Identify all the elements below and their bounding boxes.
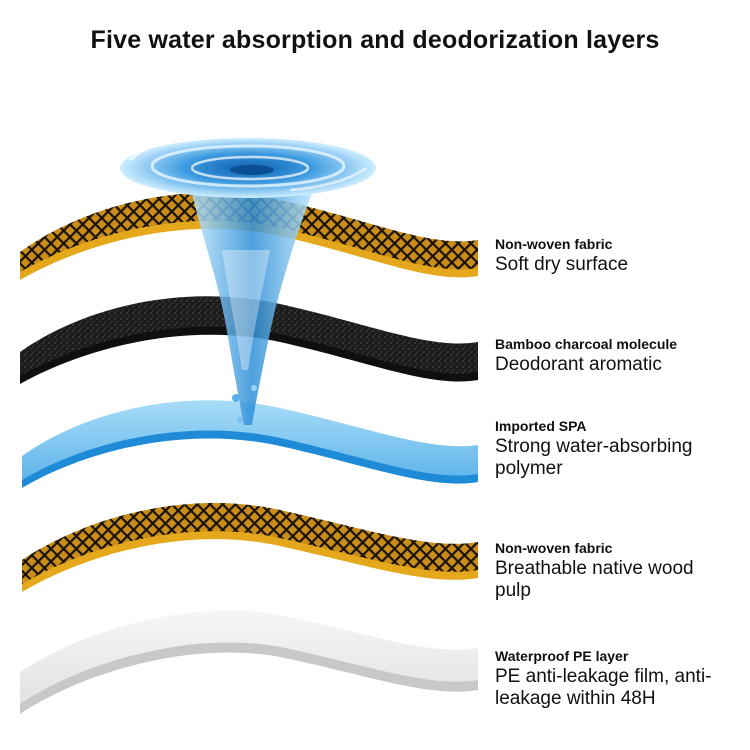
layer-pe <box>20 610 478 714</box>
label-layer-5: Waterproof PE layer PE anti-leakage film… <box>495 648 740 710</box>
label-layer-3: Imported SPA Strong water-absorbing poly… <box>495 418 730 480</box>
layer-fabric-bottom <box>22 503 478 592</box>
layer-3-name: Imported SPA <box>495 418 730 435</box>
layer-1-description: Soft dry surface <box>495 254 745 276</box>
label-layer-2: Bamboo charcoal molecule Deodorant aroma… <box>495 336 745 376</box>
layer-1-name: Non-woven fabric <box>495 236 745 253</box>
layer-4-name: Non-woven fabric <box>495 540 727 557</box>
layer-2-description: Deodorant aromatic <box>495 354 745 376</box>
water-vortex-icon <box>120 135 376 425</box>
layer-2-name: Bamboo charcoal molecule <box>495 336 745 353</box>
label-layer-1: Non-woven fabric Soft dry surface <box>495 236 745 276</box>
layer-4-description: Breathable native wood pulp <box>495 558 727 602</box>
layer-5-description: PE anti-leakage film, anti-leakage withi… <box>495 666 740 710</box>
layer-3-description: Strong water-absorbing polymer <box>495 436 730 480</box>
layer-5-name: Waterproof PE layer <box>495 648 740 665</box>
label-layer-4: Non-woven fabric Breathable native wood … <box>495 540 727 602</box>
